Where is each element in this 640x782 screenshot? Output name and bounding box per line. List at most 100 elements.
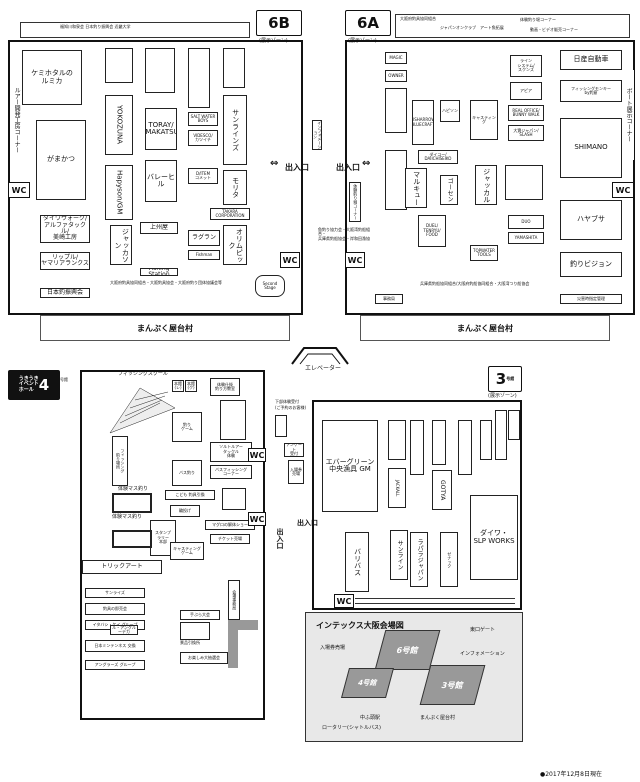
stall-sunrise[interactable]: サンライズ bbox=[85, 588, 145, 598]
information-kiosk[interactable]: インフォメーション bbox=[312, 120, 322, 150]
booth-duo[interactable]: DUO bbox=[508, 215, 544, 229]
booth-col-f[interactable] bbox=[495, 410, 507, 460]
event-office[interactable]: 会場事務局 bbox=[228, 580, 240, 620]
booth-videsco[interactable]: VIDESCO/ カツイチ bbox=[188, 130, 218, 146]
booth-col4-a[interactable] bbox=[188, 48, 210, 108]
entrance-6b[interactable]: 出入口 bbox=[285, 163, 309, 172]
booth-nissan[interactable]: 日産自動車 bbox=[560, 50, 622, 70]
booth-daiichiseiko[interactable]: ダイコー/ DAIICHISEIKO bbox=[418, 150, 458, 164]
stall-le-angle[interactable]: ル・アングルーデカ bbox=[110, 625, 138, 635]
booth-lumica[interactable]: ケミホタルの ルミカ bbox=[22, 50, 82, 105]
booth-hapyson-6a[interactable]: ハピソン bbox=[440, 100, 460, 122]
booth-col-e2[interactable] bbox=[480, 420, 492, 460]
booth-daiwa-slp[interactable]: ダイワ・ SLP WORKS bbox=[470, 495, 518, 580]
booth-hapyson[interactable]: Hapyson/GM bbox=[105, 165, 133, 220]
stall-sale[interactable]: 釣具の即売会 bbox=[85, 603, 145, 615]
booth-col-b[interactable] bbox=[388, 420, 406, 460]
second-stage[interactable]: Second Stage bbox=[255, 275, 285, 297]
entry-ticket-booth[interactable]: 入場券 売場 bbox=[288, 460, 304, 484]
booth-jackall-3[interactable]: JACKALL bbox=[388, 468, 406, 508]
booking-desk[interactable] bbox=[275, 415, 287, 437]
booth-hayabusa[interactable]: ハヤブサ bbox=[560, 200, 622, 240]
entrance-3[interactable]: 出入口 bbox=[297, 519, 318, 527]
booth-shimano[interactable]: SHIMANO bbox=[560, 118, 622, 178]
booth-col-c[interactable] bbox=[410, 420, 424, 475]
booth-joshuya[interactable]: 上州屋 bbox=[140, 222, 178, 234]
booth-gotya[interactable]: GOTYA bbox=[432, 470, 452, 510]
booth-6a-c1-a[interactable] bbox=[385, 88, 407, 133]
item-bass[interactable]: バス釣り bbox=[172, 460, 202, 486]
booth-small-a[interactable] bbox=[105, 48, 133, 83]
booth-olympic[interactable]: オリムピック bbox=[223, 225, 247, 265]
item-honkan-ku[interactable]: 本館(ク) bbox=[185, 380, 197, 392]
booth-sunline[interactable]: サンラインズ bbox=[223, 95, 247, 165]
booth-toray[interactable]: TORAY/ IMAKATSU bbox=[145, 108, 177, 150]
booth-marukyu[interactable]: マルキュー bbox=[405, 168, 427, 208]
item-ticket[interactable]: チケット売場 bbox=[210, 534, 250, 544]
booth-rapala[interactable]: ラパラジャパン bbox=[410, 532, 428, 587]
booth-evergreen[interactable]: エバーグリーン 中央漁具 GM bbox=[322, 420, 378, 512]
item-honkan-re[interactable]: 本館(レ) bbox=[172, 380, 184, 392]
booth-morita[interactable]: モリタ bbox=[223, 170, 247, 205]
booth-fishing-station[interactable]: Fishing Station bbox=[140, 268, 178, 276]
announce-booth[interactable]: アンケート 受付 bbox=[284, 443, 304, 457]
booth-daiho[interactable]: 大寶ジャパン/ SLASH bbox=[508, 125, 544, 141]
booth-gamakatsu[interactable]: がまかつ bbox=[36, 120, 86, 200]
booth-ripple[interactable]: リップル/ ヤマリアランクス bbox=[40, 252, 90, 270]
trout-pond-2[interactable] bbox=[112, 530, 152, 548]
booth-jackson[interactable]: ジャッカソン bbox=[110, 225, 132, 265]
booth-jackal-big[interactable] bbox=[505, 165, 543, 200]
item-kids[interactable]: こども 釣具引換 bbox=[165, 490, 215, 500]
booth-jackall[interactable]: ジャッカル bbox=[475, 165, 497, 205]
booth-topwater[interactable]: TOPWATER TOOLS bbox=[470, 245, 498, 261]
entrance-4[interactable]: 出入口 bbox=[276, 528, 284, 549]
booth-takara[interactable]: TAKARA CORPORATION bbox=[210, 208, 250, 220]
booth-col3-top[interactable] bbox=[145, 48, 175, 93]
booth-fisharrow[interactable]: FISHARROW BLUECRAFT bbox=[412, 100, 434, 145]
stall-tebura[interactable]: 手ぶら大会 bbox=[180, 610, 220, 620]
booth-jsafa[interactable]: 日本釣振興会 bbox=[40, 288, 90, 298]
item-salt-lure[interactable]: ソルトルアー タックル 体験 bbox=[210, 442, 252, 462]
stall-nihon[interactable]: 日本ミンテンネス 交換 bbox=[85, 640, 145, 652]
stall-prize[interactable] bbox=[180, 622, 210, 640]
booth-zenaq[interactable]: ゼナック bbox=[440, 532, 458, 587]
booth-yamashita[interactable]: YAMASHITA bbox=[508, 232, 544, 244]
booth-fishing-monkey[interactable]: フィッシングモンキー by釣意 bbox=[560, 80, 622, 102]
trout-pond-1[interactable] bbox=[112, 493, 152, 513]
booth-col-f2[interactable] bbox=[508, 410, 520, 440]
booth-col-d[interactable] bbox=[432, 420, 446, 465]
item-quoits[interactable]: 輪投げ bbox=[170, 505, 200, 517]
lottery[interactable]: お楽しみ大抽選会 bbox=[180, 652, 228, 664]
booth-salt-water-boys[interactable]: SALT WATER BOYS bbox=[188, 112, 218, 126]
stall-anglers[interactable]: アングラーズ グループ bbox=[85, 660, 145, 670]
side-experience-box[interactable]: 体験釣り堀コーナー bbox=[349, 182, 361, 222]
item-bass-corner[interactable]: バスフィッシング コーナー bbox=[210, 465, 252, 479]
entrance-6a[interactable]: 出入口 bbox=[336, 163, 360, 172]
booth-daiwa-walk[interactable]: ダイワウォーク/ アルファタックル/ 美崎工房 bbox=[40, 215, 90, 243]
booth-casting[interactable]: キャスティング bbox=[470, 100, 498, 140]
booth-d-item[interactable]: D/ITEM コメット bbox=[188, 168, 218, 184]
booth-varivas[interactable]: バリバス bbox=[345, 532, 369, 592]
item-casting-lesson[interactable]: 体験仕掛 釣り方教室 bbox=[210, 378, 240, 396]
booth-6a-c1-b[interactable] bbox=[385, 150, 407, 210]
booth-sunline-3[interactable]: サンライン bbox=[390, 530, 408, 580]
booth-owner[interactable]: OWNER bbox=[385, 70, 407, 82]
booth-col-e[interactable] bbox=[458, 420, 472, 475]
booth-fishman[interactable]: Fishman bbox=[188, 250, 220, 260]
item-akita[interactable] bbox=[220, 400, 246, 440]
booth-yokozuna[interactable]: YOKOZUNA bbox=[105, 95, 133, 155]
item-casting-game[interactable]: キャスティング ゲーム bbox=[170, 542, 204, 560]
booth-duel[interactable]: DUEL/ TENRYU/ FOOD bbox=[418, 215, 446, 247]
item-akita-2[interactable] bbox=[222, 488, 246, 510]
booth-raglan[interactable]: ラグラン bbox=[188, 230, 220, 246]
booth-magic[interactable]: MAGIC bbox=[385, 52, 407, 64]
item-fishing-spot[interactable]: フィッシング 釣り場所 bbox=[112, 436, 128, 486]
booth-tsuri-vision[interactable]: 釣りビジョン bbox=[560, 252, 622, 277]
item-tsuri-game[interactable]: 釣り ゲーム bbox=[172, 412, 202, 442]
booth-valleyhill[interactable]: バレーヒル bbox=[145, 160, 177, 202]
booth-apia[interactable]: アピア bbox=[510, 82, 542, 100]
booth-col5-top[interactable] bbox=[223, 48, 245, 88]
booth-gosen[interactable]: ゴーセン bbox=[440, 175, 458, 205]
booth-line-system[interactable]: ライン システム/ スクンズ bbox=[510, 55, 542, 77]
booth-real-office[interactable]: REAL OFFICE/ BUNNY WALK bbox=[508, 105, 544, 121]
